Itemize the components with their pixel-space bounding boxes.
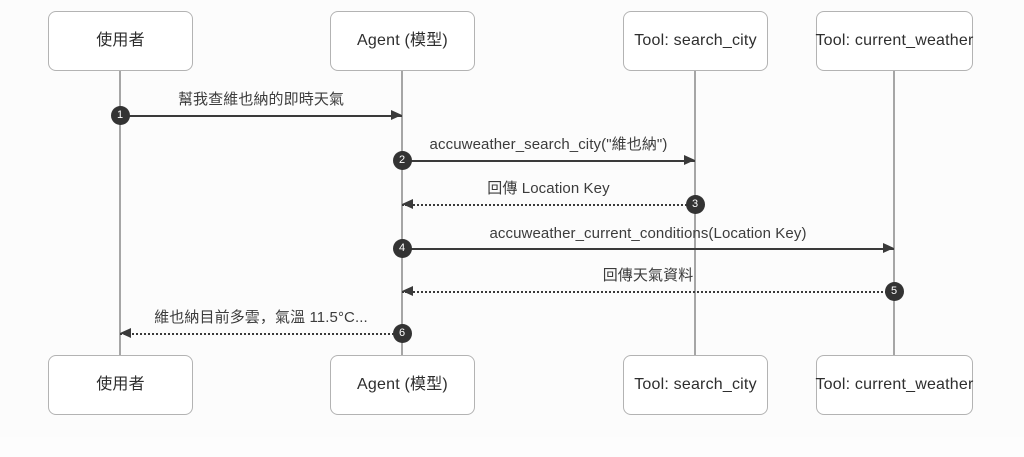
- lifeline-user: [119, 71, 121, 355]
- participant-top-user[interactable]: 使用者: [48, 11, 193, 71]
- message-label-1: 幫我查維也納的即時天氣: [177, 91, 345, 108]
- participant-label: Tool: search_city: [634, 32, 757, 50]
- participant-label: Tool: current_weather: [815, 32, 974, 50]
- sequence-badge-4: 4: [392, 238, 412, 258]
- participant-top-current_weather[interactable]: Tool: current_weather: [815, 11, 974, 71]
- participant-bottom-user[interactable]: 使用者: [48, 355, 193, 415]
- participant-label: Agent (模型): [357, 376, 448, 394]
- message-arrowhead-6: [120, 327, 131, 338]
- participant-bottom-search_city[interactable]: Tool: search_city: [623, 355, 768, 415]
- participant-label: Tool: search_city: [634, 376, 757, 394]
- message-label-4: accuweather_current_conditions(Location …: [489, 225, 807, 242]
- message-line-1: [120, 115, 402, 117]
- message-line-5: [402, 291, 894, 293]
- participant-label: 使用者: [96, 32, 145, 50]
- participant-top-agent[interactable]: Agent (模型): [330, 11, 475, 71]
- message-line-4: [402, 248, 894, 250]
- participant-label: Tool: current_weather: [815, 376, 974, 394]
- participant-bottom-agent[interactable]: Agent (模型): [330, 355, 475, 415]
- participant-bottom-current_weather[interactable]: Tool: current_weather: [815, 355, 974, 415]
- message-line-3: [402, 204, 695, 206]
- sequence-badge-2: 2: [392, 150, 412, 170]
- message-line-2: [402, 160, 695, 162]
- participant-label: 使用者: [96, 376, 145, 394]
- lifeline-current_weather: [893, 71, 895, 355]
- message-arrowhead-2: [684, 154, 695, 165]
- message-label-5: 回傳天氣資料: [602, 267, 694, 284]
- participant-top-search_city[interactable]: Tool: search_city: [623, 11, 768, 71]
- message-line-6: [120, 333, 402, 335]
- message-label-6: 維也納目前多雲，氣溫 11.5°C...: [154, 309, 368, 326]
- message-arrowhead-4: [883, 242, 894, 253]
- message-label-3: 回傳 Location Key: [487, 180, 610, 197]
- sequence-badge-3: 3: [685, 194, 705, 214]
- message-label-2: accuweather_search_city("維也納"): [429, 136, 668, 153]
- lifeline-agent: [401, 71, 403, 355]
- participant-label: Agent (模型): [357, 32, 448, 50]
- sequence-badge-5: 5: [884, 281, 904, 301]
- message-arrowhead-1: [391, 109, 402, 120]
- sequence-badge-1: 1: [110, 105, 130, 125]
- sequence-badge-6: 6: [392, 323, 412, 343]
- message-arrowhead-5: [402, 285, 413, 296]
- message-arrowhead-3: [402, 198, 413, 209]
